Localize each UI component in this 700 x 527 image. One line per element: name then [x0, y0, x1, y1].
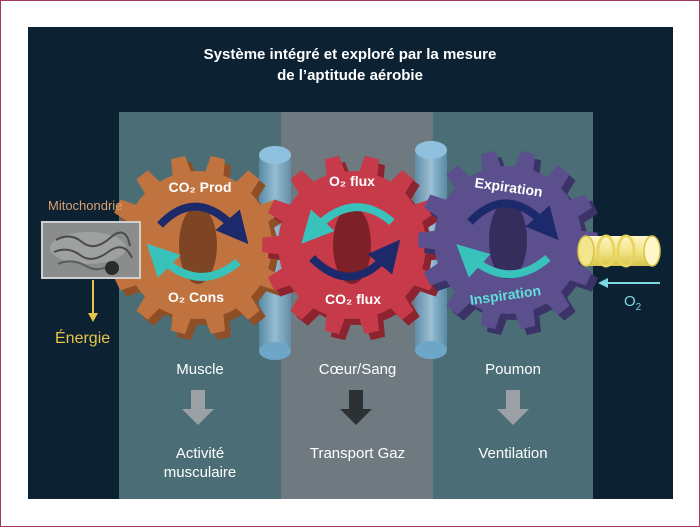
energie-label: Énergie: [55, 330, 111, 347]
muscle-outcome-line-2: musculaire: [163, 464, 237, 481]
heart-organ-label: Cœur/Sang: [318, 361, 397, 378]
muscle-rotation-arrow-top-icon: [157, 202, 249, 245]
lung-organ-label: Poumon: [485, 361, 541, 378]
lung-outcome-label: Ventilation: [478, 445, 548, 462]
lung-down-arrow-icon: [497, 390, 529, 425]
muscle-outcome-label: Activité musculaire: [140, 444, 260, 482]
oxygen-subscript: 2: [635, 302, 642, 313]
muscle-gear-bottom-label: O₂ Cons: [168, 289, 224, 305]
air-coil-icon: [577, 234, 661, 268]
energy-arrowhead-icon: [88, 313, 98, 322]
lung-rotation-arrow-top-icon: [467, 199, 559, 241]
title-line-1: Système intégré et exploré par la mesure: [203, 46, 497, 63]
title-line-2: de l’aptitude aérobie: [277, 67, 423, 84]
lung-gear-hole: [489, 201, 527, 279]
lung-rotation-arrow-bottom-icon: [456, 244, 551, 279]
muscle-rotation-arrow-bottom-icon: [146, 243, 241, 281]
mitochondria-image: [41, 221, 141, 279]
muscle-outcome-line-1: Activité: [175, 445, 225, 462]
muscle-down-arrow-icon: [182, 390, 214, 425]
heart-rotation-arrow-top-icon: [301, 203, 395, 244]
heart-gear-bottom-label: CO₂ flux: [325, 291, 381, 307]
heart-gear-hole: [333, 206, 371, 284]
heart-down-arrow-icon: [340, 390, 372, 425]
oxygen-arrowhead-icon: [598, 278, 608, 288]
heart-gear-top-label: O₂ flux: [329, 173, 375, 189]
muscle-gear-hole: [179, 206, 217, 284]
muscle-gear-top-label: CO₂ Prod: [169, 179, 232, 195]
diagram-title: Système intégré et exploré par la mesure…: [130, 44, 570, 86]
oxygen-label: O2: [624, 293, 641, 313]
heart-rotation-arrow-bottom-icon: [309, 239, 401, 281]
muscle-organ-label: Muscle: [176, 361, 224, 378]
oxygen-symbol: O: [624, 293, 636, 310]
mitochondrie-label: Mitochondrie: [48, 198, 123, 213]
heart-outcome-label: Transport Gaz: [309, 445, 406, 462]
